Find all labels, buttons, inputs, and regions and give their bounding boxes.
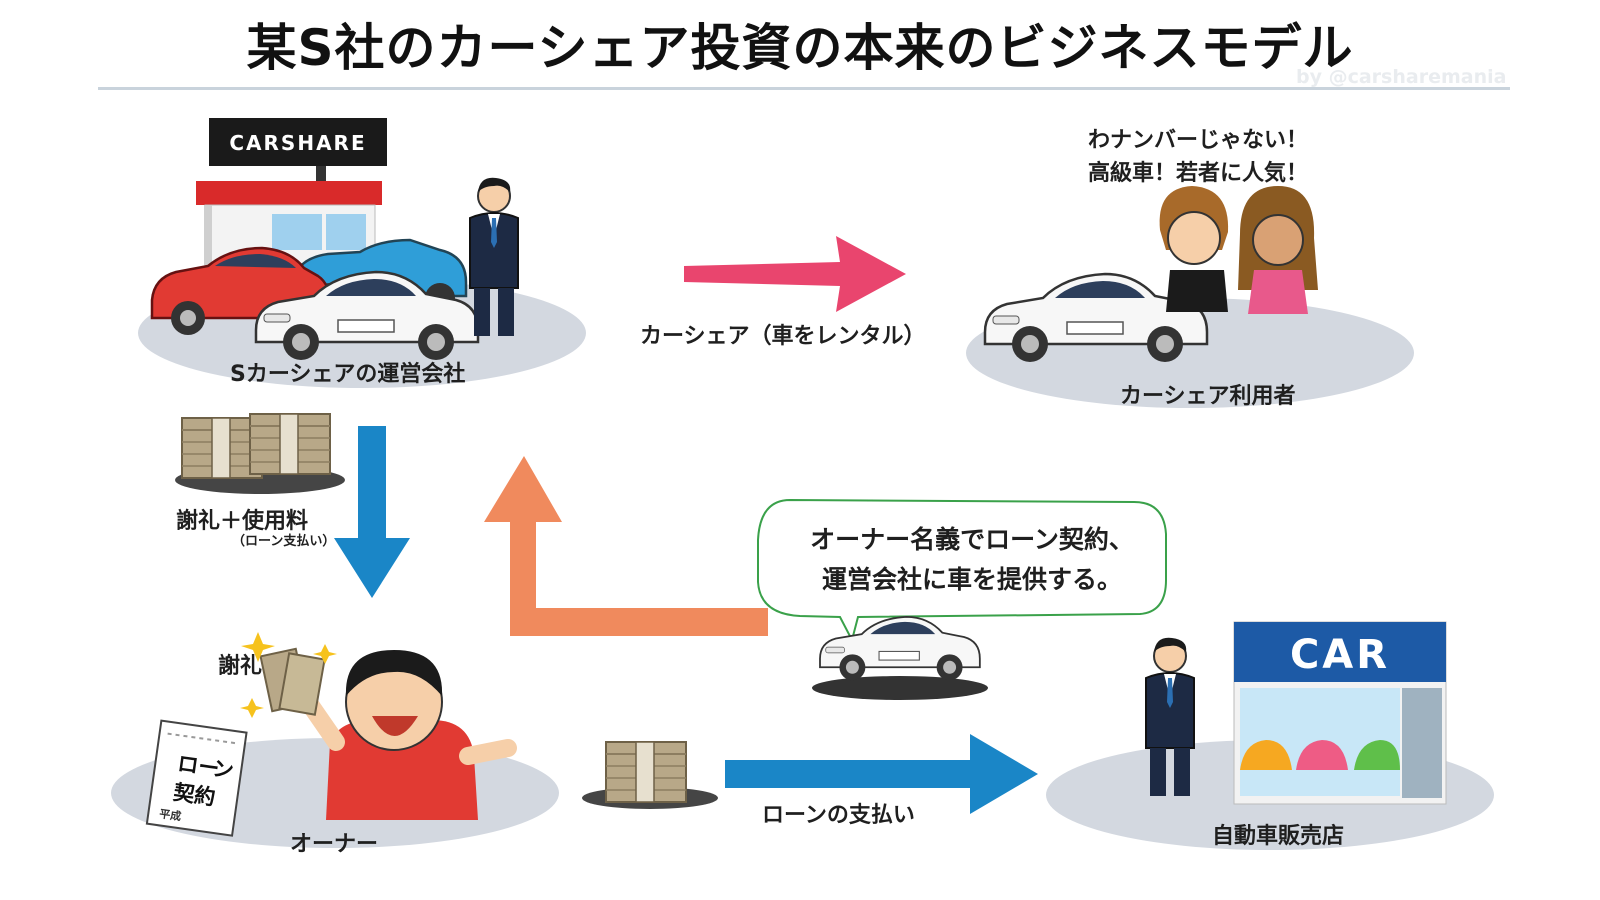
dealer-label: 自動車販売店 — [1212, 824, 1345, 849]
payment-flow-sublabel: （ローン支払い） — [232, 534, 336, 549]
bubble-text: オーナー名義でローン契約、 運営会社に車を提供する。 — [770, 520, 1174, 600]
page-title: 某S社のカーシェア投資の本来のビジネスモデル — [246, 19, 1354, 77]
provide-car-arrow — [484, 456, 768, 636]
rental-arrow — [684, 236, 906, 312]
owner-reward-tag: 謝礼 — [218, 654, 263, 679]
money-stack-3 — [605, 741, 687, 803]
car-sign — [1234, 622, 1446, 682]
loan-contract-paper: ロー ン 契約 平成 — [145, 719, 248, 837]
users-speech: わナンバーじゃない！ 高級車！若者に人気！ — [1088, 124, 1308, 190]
payment-arrow — [334, 426, 410, 598]
payment-flow-label: 謝礼＋使用料 — [176, 509, 309, 534]
rental-flow-label: カーシェア（車をレンタル） — [640, 324, 926, 349]
contract-line-3: 契約 — [171, 780, 217, 810]
sparkle-icon — [313, 644, 337, 664]
contract-line-2: ン — [211, 756, 235, 783]
carshare-sign-text: CARSHARE — [229, 131, 366, 155]
users-label: カーシェア利用者 — [1120, 384, 1296, 409]
title-underline — [98, 87, 1510, 90]
held-bills — [259, 647, 326, 716]
users-speech-line-1: わナンバーじゃない！ — [1088, 128, 1309, 153]
bubble-line-1: オーナー名義でローン契約、 — [810, 525, 1134, 554]
car-sign-text: CAR — [1290, 632, 1390, 678]
loan-flow-label: ローンの支払い — [762, 803, 915, 828]
young-man-icon — [1159, 186, 1229, 312]
owner-person — [291, 650, 517, 820]
dealer-building — [1233, 621, 1447, 805]
sparkle-icon — [241, 632, 275, 662]
sparkle-icon — [240, 698, 264, 718]
young-woman-icon — [1238, 186, 1318, 314]
operator-label: Sカーシェアの運営会社 — [230, 362, 466, 387]
owner-label: オーナー — [290, 832, 379, 857]
carshare-sign — [209, 118, 387, 166]
loan-arrow — [725, 734, 1038, 814]
bubble-line-2: 運営会社に車を提供する。 — [821, 565, 1122, 594]
credit-watermark: by @carsharemania — [1296, 66, 1507, 88]
car-shadow-bubble — [812, 676, 988, 700]
contract-footer: 平成 — [158, 806, 182, 823]
contract-line-1: ロー — [176, 751, 221, 781]
money-stack-2 — [249, 413, 331, 475]
users-speech-line-2: 高級車！若者に人気！ — [1088, 161, 1309, 186]
